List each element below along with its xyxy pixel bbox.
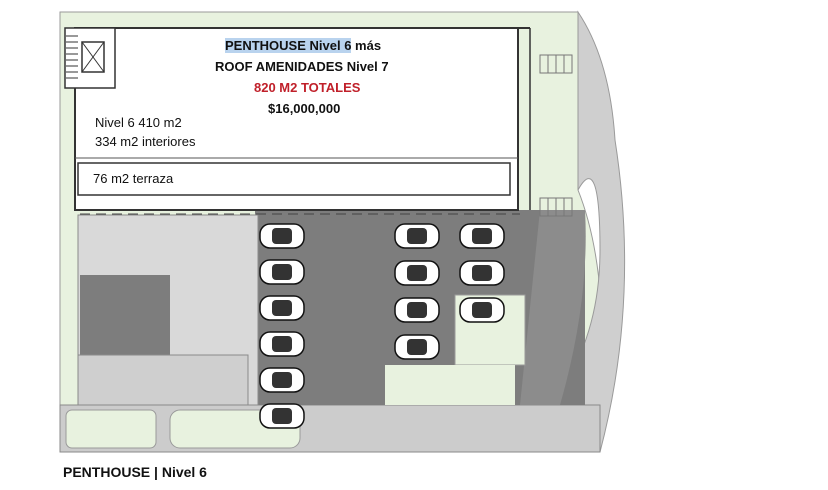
caption: PENTHOUSE | Nivel 6 xyxy=(63,464,207,480)
headline-line-1: PENTHOUSE Nivel 6 más xyxy=(225,38,381,53)
parked-car xyxy=(259,331,305,357)
parked-car xyxy=(259,403,305,429)
headline-price: $16,000,000 xyxy=(268,101,341,116)
parked-car xyxy=(259,223,305,249)
interior-area-label: 334 m2 interiores xyxy=(95,134,196,149)
bike-racks xyxy=(539,54,573,217)
parked-car xyxy=(259,259,305,285)
parked-car xyxy=(394,334,440,360)
parked-car xyxy=(459,297,505,323)
parking-cars xyxy=(259,223,505,429)
parked-car xyxy=(394,260,440,286)
caption-level: Nivel 6 xyxy=(161,464,207,480)
bottom-planter-2 xyxy=(65,409,157,449)
parked-car xyxy=(459,223,505,249)
terrace xyxy=(77,162,511,196)
parked-car xyxy=(259,295,305,321)
parked-car xyxy=(394,297,440,323)
parked-car xyxy=(259,367,305,393)
entry-path xyxy=(385,365,515,405)
headline-line1-rest: más xyxy=(351,38,382,53)
stair-core xyxy=(64,27,116,89)
parked-car xyxy=(394,223,440,249)
headline-total: 820 M2 TOTALES xyxy=(254,80,361,95)
headline-highlight: PENTHOUSE Nivel 6 xyxy=(225,38,352,53)
parked-car xyxy=(459,260,505,286)
terrace-area-label: 76 m2 terraza xyxy=(93,171,174,186)
core-dark xyxy=(80,275,170,355)
caption-title: PENTHOUSE xyxy=(63,464,151,480)
caption-separator: | xyxy=(154,464,158,480)
headline-line-2: ROOF AMENIDADES Nivel 7 xyxy=(215,59,389,74)
parking-ramp xyxy=(520,210,586,405)
level-area-label: Nivel 6 410 m2 xyxy=(95,115,182,130)
core-lower xyxy=(77,354,249,406)
